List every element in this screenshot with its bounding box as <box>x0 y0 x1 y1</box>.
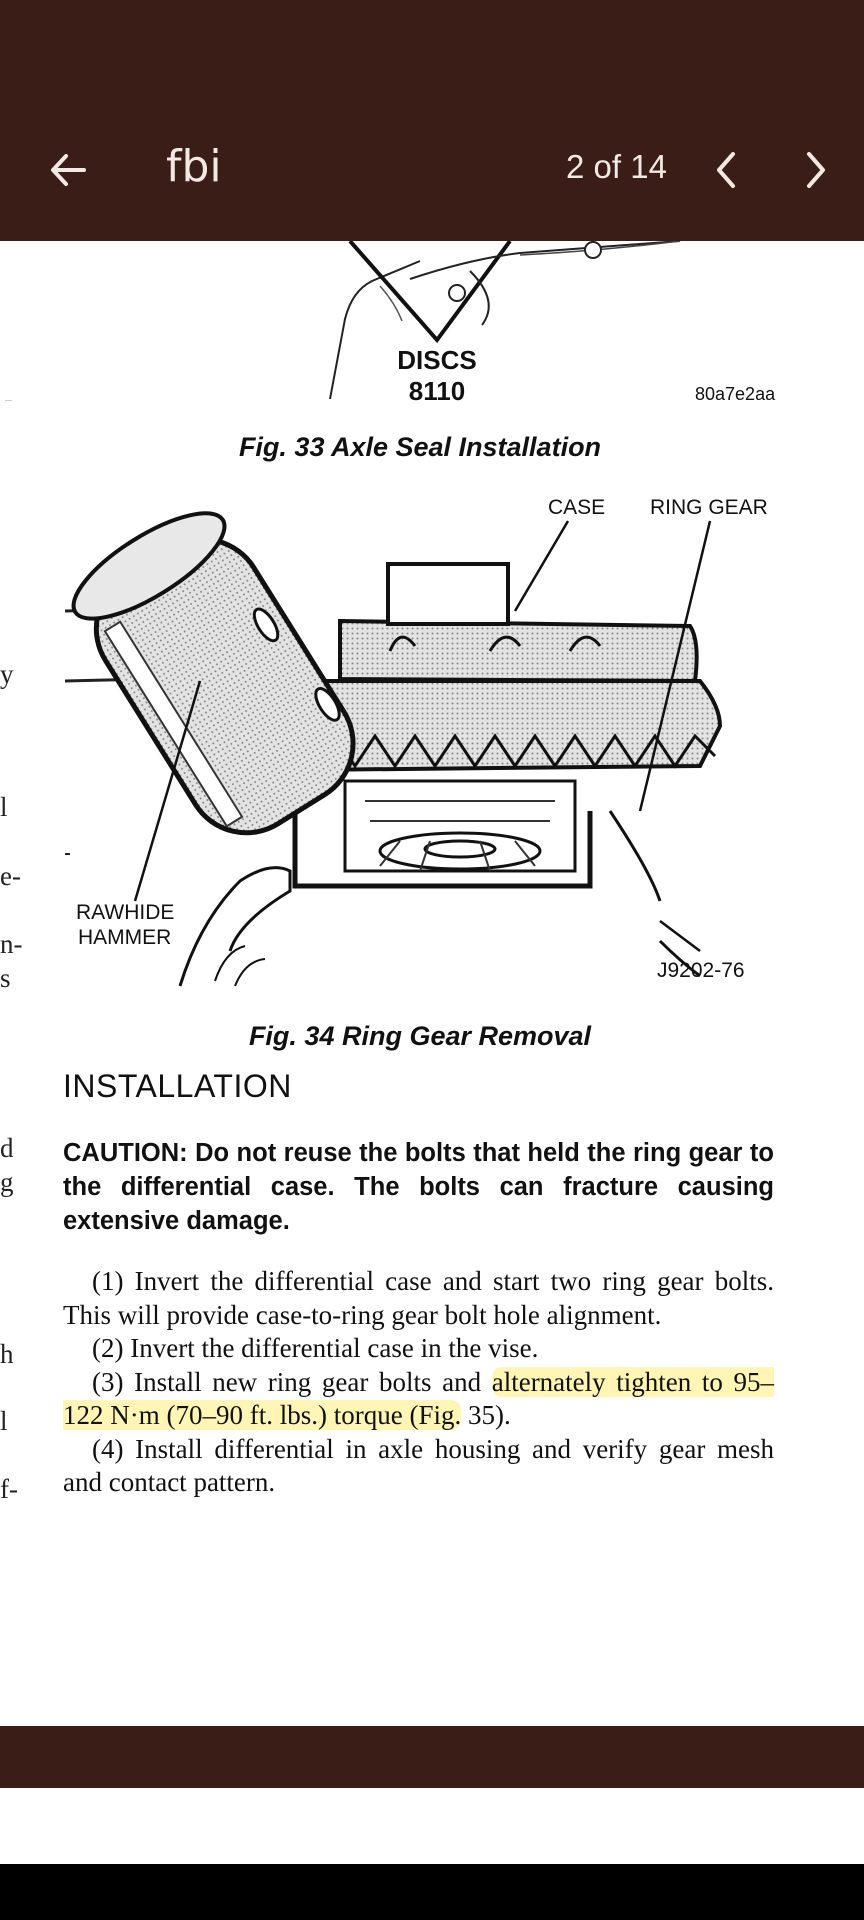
left-column-fragment: g <box>0 1167 14 1197</box>
figure-33-label-tool: 8110 <box>409 376 465 401</box>
bottom-spacer <box>0 1788 864 1864</box>
installation-steps: (1) Invert the differential case and sta… <box>63 1265 774 1500</box>
left-column-fragment: h <box>0 1339 14 1369</box>
step-1: (1) Invert the differential case and sta… <box>63 1266 774 1330</box>
figure-34-ring-gear-removal: CASE RING GEAR RAWHIDE HAMMER J9202-76 <box>64 496 768 987</box>
document-page-viewer[interactable]: DISCS 8110 80a7e2aa Fig. 33 Axle Seal In… <box>0 241 864 1726</box>
figure-34-label-case: CASE <box>548 496 605 519</box>
figure-33-code: 80a7e2aa <box>695 384 776 401</box>
app-bar: fbi 2 of 14 <box>0 100 864 241</box>
left-column-fragment: y <box>0 659 14 689</box>
left-column-fragment: f- <box>0 1474 18 1504</box>
next-page-button[interactable] <box>790 140 842 200</box>
step-4: (4) Install differential in axle housing… <box>63 1433 774 1498</box>
back-button[interactable] <box>40 142 96 198</box>
chevron-left-icon <box>717 152 735 188</box>
section-heading-installation: INSTALLATION <box>63 1068 292 1104</box>
left-column-fragment: e- <box>0 861 21 891</box>
figure-34-label-rawhide: RAWHIDE <box>76 901 174 924</box>
bottom-toolbar <box>0 1726 864 1788</box>
caution-paragraph: CAUTION: Do not reuse the bolts that hel… <box>63 1139 774 1235</box>
figure-33-caption: Fig. 33 Axle Seal Installation <box>238 432 602 462</box>
step-3-end: 35). <box>461 1400 511 1430</box>
chevron-right-icon <box>807 152 825 188</box>
figure-33-label-discs: DISCS <box>397 345 476 375</box>
status-bar <box>0 0 864 100</box>
arrow-left-icon <box>51 154 86 186</box>
step-3: (3) Install new ring gear bolts and alte… <box>63 1366 774 1433</box>
left-column-fragment: s <box>0 963 11 993</box>
step-3-text: (3) Install new ring gear bolts and <box>92 1366 492 1397</box>
figure-34-code: J9202-76 <box>657 959 745 982</box>
left-column-fragment: n- <box>0 929 23 959</box>
figure-34-label-hammer: HAMMER <box>78 926 171 949</box>
page-indicator: 2 of 14 <box>566 148 667 185</box>
figure-34-label-ring-gear: RING GEAR <box>650 496 768 519</box>
left-column-fragment: l <box>0 1406 8 1436</box>
document-title: fbi <box>166 141 222 192</box>
figure-34-caption: Fig. 34 Ring Gear Removal <box>248 1021 592 1051</box>
previous-page-button[interactable] <box>700 140 752 200</box>
step-2: (2) Invert the differential case in the … <box>92 1333 539 1363</box>
figure-33-axle-seal-installation: DISCS 8110 80a7e2aa <box>5 241 776 401</box>
left-column-fragment: l <box>0 792 8 822</box>
system-navigation-bar <box>0 1864 864 1920</box>
left-column-fragment: d <box>0 1133 14 1163</box>
